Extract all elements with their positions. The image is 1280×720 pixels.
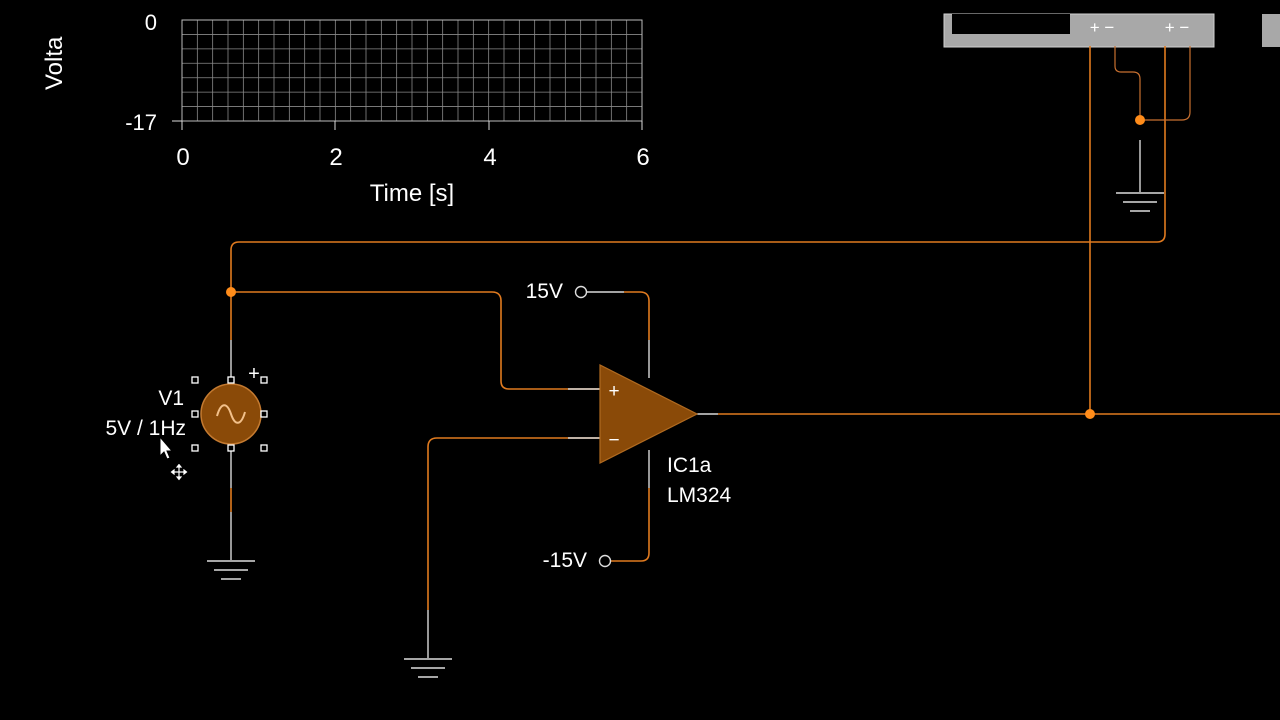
opamp-ic1a[interactable]: + − IC1a LM324 xyxy=(599,364,732,507)
wire-inverting-to-ground[interactable] xyxy=(427,437,600,610)
terminal-icon xyxy=(598,554,612,568)
plot-y-top-label: 0 xyxy=(145,10,157,35)
move-cursor-icon xyxy=(169,462,189,482)
meter-box[interactable]: + − + − xyxy=(943,13,1280,48)
ac-source-v1[interactable]: + V1 5V / 1Hz xyxy=(105,363,268,452)
plot-grid xyxy=(181,19,643,122)
source-value-label: 5V / 1Hz xyxy=(105,417,186,440)
selection-handle[interactable] xyxy=(260,444,268,452)
terminal-icon xyxy=(574,285,588,299)
junction-dot xyxy=(226,287,236,297)
source-plus-mark: + xyxy=(248,363,260,385)
junction-dot xyxy=(1085,409,1095,419)
ground-inverting[interactable] xyxy=(404,658,452,678)
plot-x-tick-label: 4 xyxy=(483,144,496,171)
plot-y-bottom-label: -17 xyxy=(125,110,157,135)
opamp-minus-label: − xyxy=(608,430,619,451)
junctions xyxy=(226,115,1145,419)
source-name-label: V1 xyxy=(158,387,184,410)
junction-dot xyxy=(1135,115,1145,125)
wire-negative-supply[interactable] xyxy=(611,488,650,562)
selection-handle[interactable] xyxy=(260,410,268,418)
selection-handle[interactable] xyxy=(227,376,235,384)
opamp-body xyxy=(599,364,699,464)
selection-handle[interactable] xyxy=(191,444,199,452)
supply-negative-label: -15V xyxy=(543,549,587,572)
meter-body-2 xyxy=(1262,14,1280,47)
supply-positive-label: 15V xyxy=(526,280,563,303)
plot-x-tick-label: 0 xyxy=(176,144,189,171)
opamp-ref-label: IC1a xyxy=(667,454,712,477)
plot-ylabel: Volta xyxy=(41,36,68,90)
plot-frame xyxy=(181,19,643,122)
selection-handle[interactable] xyxy=(260,376,268,384)
wire-positive-supply[interactable] xyxy=(624,291,650,340)
selection-handle[interactable] xyxy=(191,376,199,384)
plot-xlabel: Time [s] xyxy=(370,180,454,207)
meter-left-terminals: + − xyxy=(1090,18,1115,37)
meter-display xyxy=(952,14,1070,34)
sine-wave-icon xyxy=(216,404,246,424)
selection-handle[interactable] xyxy=(191,410,199,418)
mouse-pointer-icon xyxy=(159,435,174,460)
selection-handle[interactable] xyxy=(227,444,235,452)
meter-right-terminals: + − xyxy=(1165,18,1190,37)
ground-meter[interactable] xyxy=(1116,192,1164,212)
wire-meter-minus-1[interactable] xyxy=(1114,46,1141,120)
supply-positive[interactable]: 15V xyxy=(526,280,588,303)
pin-leads xyxy=(230,140,1141,658)
wire-to-noninverting-input[interactable] xyxy=(231,291,600,390)
opamp-part-label: LM324 xyxy=(667,484,732,507)
opamp-plus-label: + xyxy=(608,381,619,402)
wires[interactable] xyxy=(230,46,1280,610)
supply-negative[interactable]: -15V xyxy=(543,549,612,572)
wire-source-to-meter[interactable] xyxy=(230,46,1166,292)
plot-x-tick-label: 6 xyxy=(636,144,649,171)
voltage-plot[interactable]: Volta 0 -17 0 2 4 6 Time [s] xyxy=(41,10,650,207)
ground-source[interactable] xyxy=(207,560,255,580)
plot-x-tick-label: 2 xyxy=(329,144,342,171)
wire-meter-minus-2[interactable] xyxy=(1140,46,1191,121)
